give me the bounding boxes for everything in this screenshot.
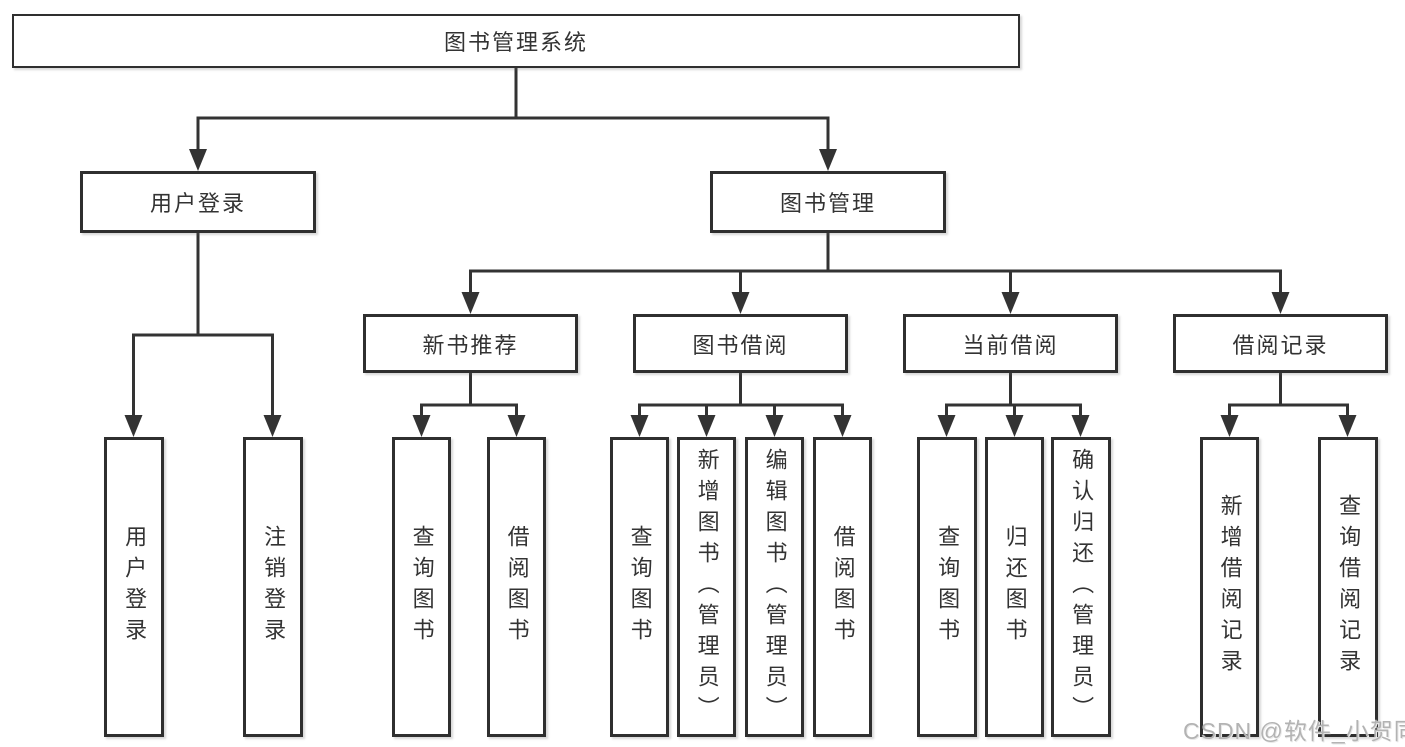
node-label: 用户登录	[149, 191, 246, 216]
edge-borrowing-records-to-leaves	[1220, 373, 1357, 437]
leaf-add-book-admin: 新增图书（管理员）	[677, 437, 736, 737]
leaf-confirm-return-admin: 确认归还（管理员）	[1051, 437, 1111, 737]
edge-book-management-to-level3	[461, 233, 1290, 314]
node-current-borrowing: 当前借阅	[903, 314, 1118, 373]
node-label: 新增借阅记录	[1217, 494, 1243, 680]
leaf-user-login: 用户登录	[104, 437, 164, 737]
node-label: 查询图书	[409, 525, 435, 649]
leaf-query-books-recommendation: 查询图书	[392, 437, 451, 737]
edge-user-login-to-leaves	[124, 233, 282, 437]
node-user-login: 用户登录	[80, 171, 316, 233]
node-label: 确认归还（管理员）	[1069, 447, 1095, 727]
node-system-root: 图书管理系统	[12, 14, 1020, 68]
node-label: 新增图书（管理员）	[694, 447, 720, 727]
node-label: 注销登录	[261, 525, 287, 649]
leaf-return-books: 归还图书	[985, 437, 1044, 737]
node-book-management: 图书管理	[710, 171, 946, 233]
node-label: 用户登录	[122, 525, 148, 649]
node-borrowing-records: 借阅记录	[1173, 314, 1388, 373]
node-label: 查询借阅记录	[1336, 494, 1362, 680]
node-label: 图书借阅	[692, 332, 789, 358]
leaf-add-borrow-record: 新增借阅记录	[1200, 437, 1259, 737]
node-label: 当前借阅	[962, 332, 1059, 358]
edge-current-borrowing-to-leaves	[937, 373, 1090, 437]
leaf-edit-book-admin: 编辑图书（管理员）	[745, 437, 804, 737]
node-label: 查询图书	[627, 525, 653, 649]
node-label: 图书管理系统	[443, 30, 588, 55]
node-book-borrowing: 图书借阅	[633, 314, 848, 373]
node-new-book-recommendation: 新书推荐	[363, 314, 578, 373]
edge-book-borrowing-to-leaves	[630, 373, 852, 437]
leaf-query-borrow-record: 查询借阅记录	[1318, 437, 1378, 737]
node-label: 借阅记录	[1232, 332, 1329, 358]
leaf-borrow-books-recommendation: 借阅图书	[487, 437, 546, 737]
leaf-borrow-books-borrowing: 借阅图书	[813, 437, 872, 737]
node-label: 编辑图书（管理员）	[762, 447, 788, 727]
csdn-watermark: CSDN @软件_小贺同学	[1183, 718, 1405, 744]
leaf-logout: 注销登录	[243, 437, 303, 737]
node-label: 归还图书	[1002, 525, 1028, 649]
node-label: 新书推荐	[422, 332, 519, 358]
edge-root-to-level2	[189, 68, 837, 171]
node-label: 借阅图书	[830, 525, 856, 649]
node-label: 借阅图书	[504, 525, 530, 649]
edge-new-book-recommendation-to-leaves	[412, 373, 526, 437]
leaf-query-books-borrowing: 查询图书	[610, 437, 669, 737]
leaf-query-books-current: 查询图书	[917, 437, 977, 737]
node-label: 查询图书	[935, 525, 961, 649]
node-label: 图书管理	[779, 191, 876, 216]
